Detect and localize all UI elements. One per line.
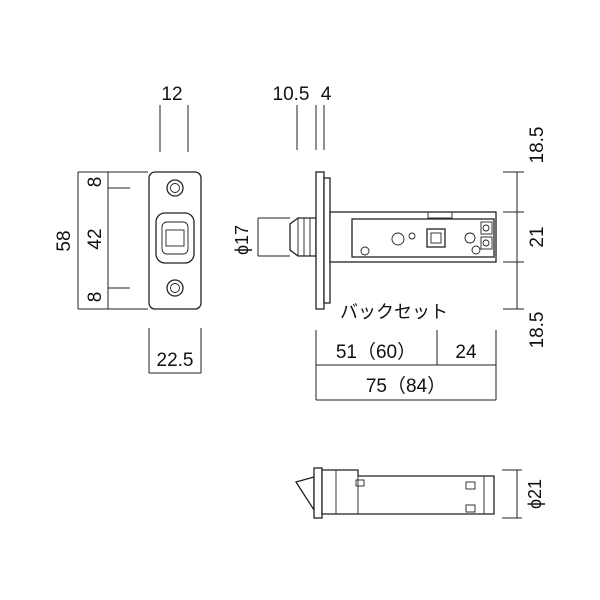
backset-label: バックセット bbox=[340, 302, 448, 323]
dim-right-top: 18.5 bbox=[527, 127, 548, 164]
dim-body-diameter: ϕ21 bbox=[525, 479, 545, 509]
pin bbox=[360, 246, 370, 256]
latch-body-top bbox=[321, 469, 495, 515]
spindle-hole bbox=[426, 228, 446, 248]
latch-bolt-slot bbox=[165, 229, 185, 247]
dim-seg-bottom: 8 bbox=[85, 292, 106, 303]
dim-51: 51（60） bbox=[336, 341, 416, 363]
body-tab bbox=[465, 481, 476, 490]
dim-seg-top: 8 bbox=[85, 177, 106, 188]
screw-hole-top bbox=[166, 179, 184, 197]
dim-width-bottom: 22.5 bbox=[157, 350, 194, 371]
spindle-hole-inner bbox=[430, 232, 442, 244]
screw bbox=[482, 239, 490, 247]
body-tab bbox=[355, 479, 365, 487]
latch-bolt-face bbox=[161, 221, 189, 255]
screw-hole-top-inner bbox=[170, 183, 180, 193]
side-view: 10.5 4 ϕ17 バックセット bbox=[232, 84, 548, 401]
latch-wedge bbox=[294, 476, 315, 513]
dim-right-bottom: 18.5 bbox=[527, 312, 548, 349]
screw-hole-bottom bbox=[166, 279, 184, 297]
dim-24: 24 bbox=[455, 342, 477, 363]
front-view: 12 58 8 42 8 22.5 bbox=[54, 84, 202, 374]
dim-seg-mid: 42 bbox=[85, 228, 106, 249]
dim-width-top: 12 bbox=[161, 84, 182, 105]
end-block bbox=[480, 236, 493, 250]
spring-pin bbox=[391, 232, 405, 246]
dim-4: 4 bbox=[321, 84, 332, 105]
bottom-view: ϕ21 bbox=[294, 467, 545, 519]
latch-bolt bbox=[289, 217, 317, 257]
pin bbox=[471, 245, 481, 255]
screw-hole-bottom-inner bbox=[170, 283, 180, 293]
small-pin bbox=[408, 232, 416, 240]
latch-opening bbox=[155, 212, 195, 264]
end-block bbox=[480, 221, 493, 235]
latch-body-inner bbox=[351, 218, 495, 258]
body-tab bbox=[465, 504, 476, 513]
face-plate-side bbox=[315, 171, 325, 310]
screw bbox=[482, 224, 490, 232]
dim-latch-diameter: ϕ17 bbox=[232, 225, 252, 255]
face-plate-top bbox=[313, 467, 323, 519]
pin bbox=[464, 232, 476, 244]
dim-right-mid: 21 bbox=[527, 226, 548, 247]
body-tab bbox=[427, 211, 453, 219]
dim-height-total: 58 bbox=[54, 230, 75, 251]
dim-10-5: 10.5 bbox=[273, 84, 310, 105]
face-plate-flange bbox=[323, 177, 331, 304]
dim-75: 75（84） bbox=[366, 375, 446, 397]
